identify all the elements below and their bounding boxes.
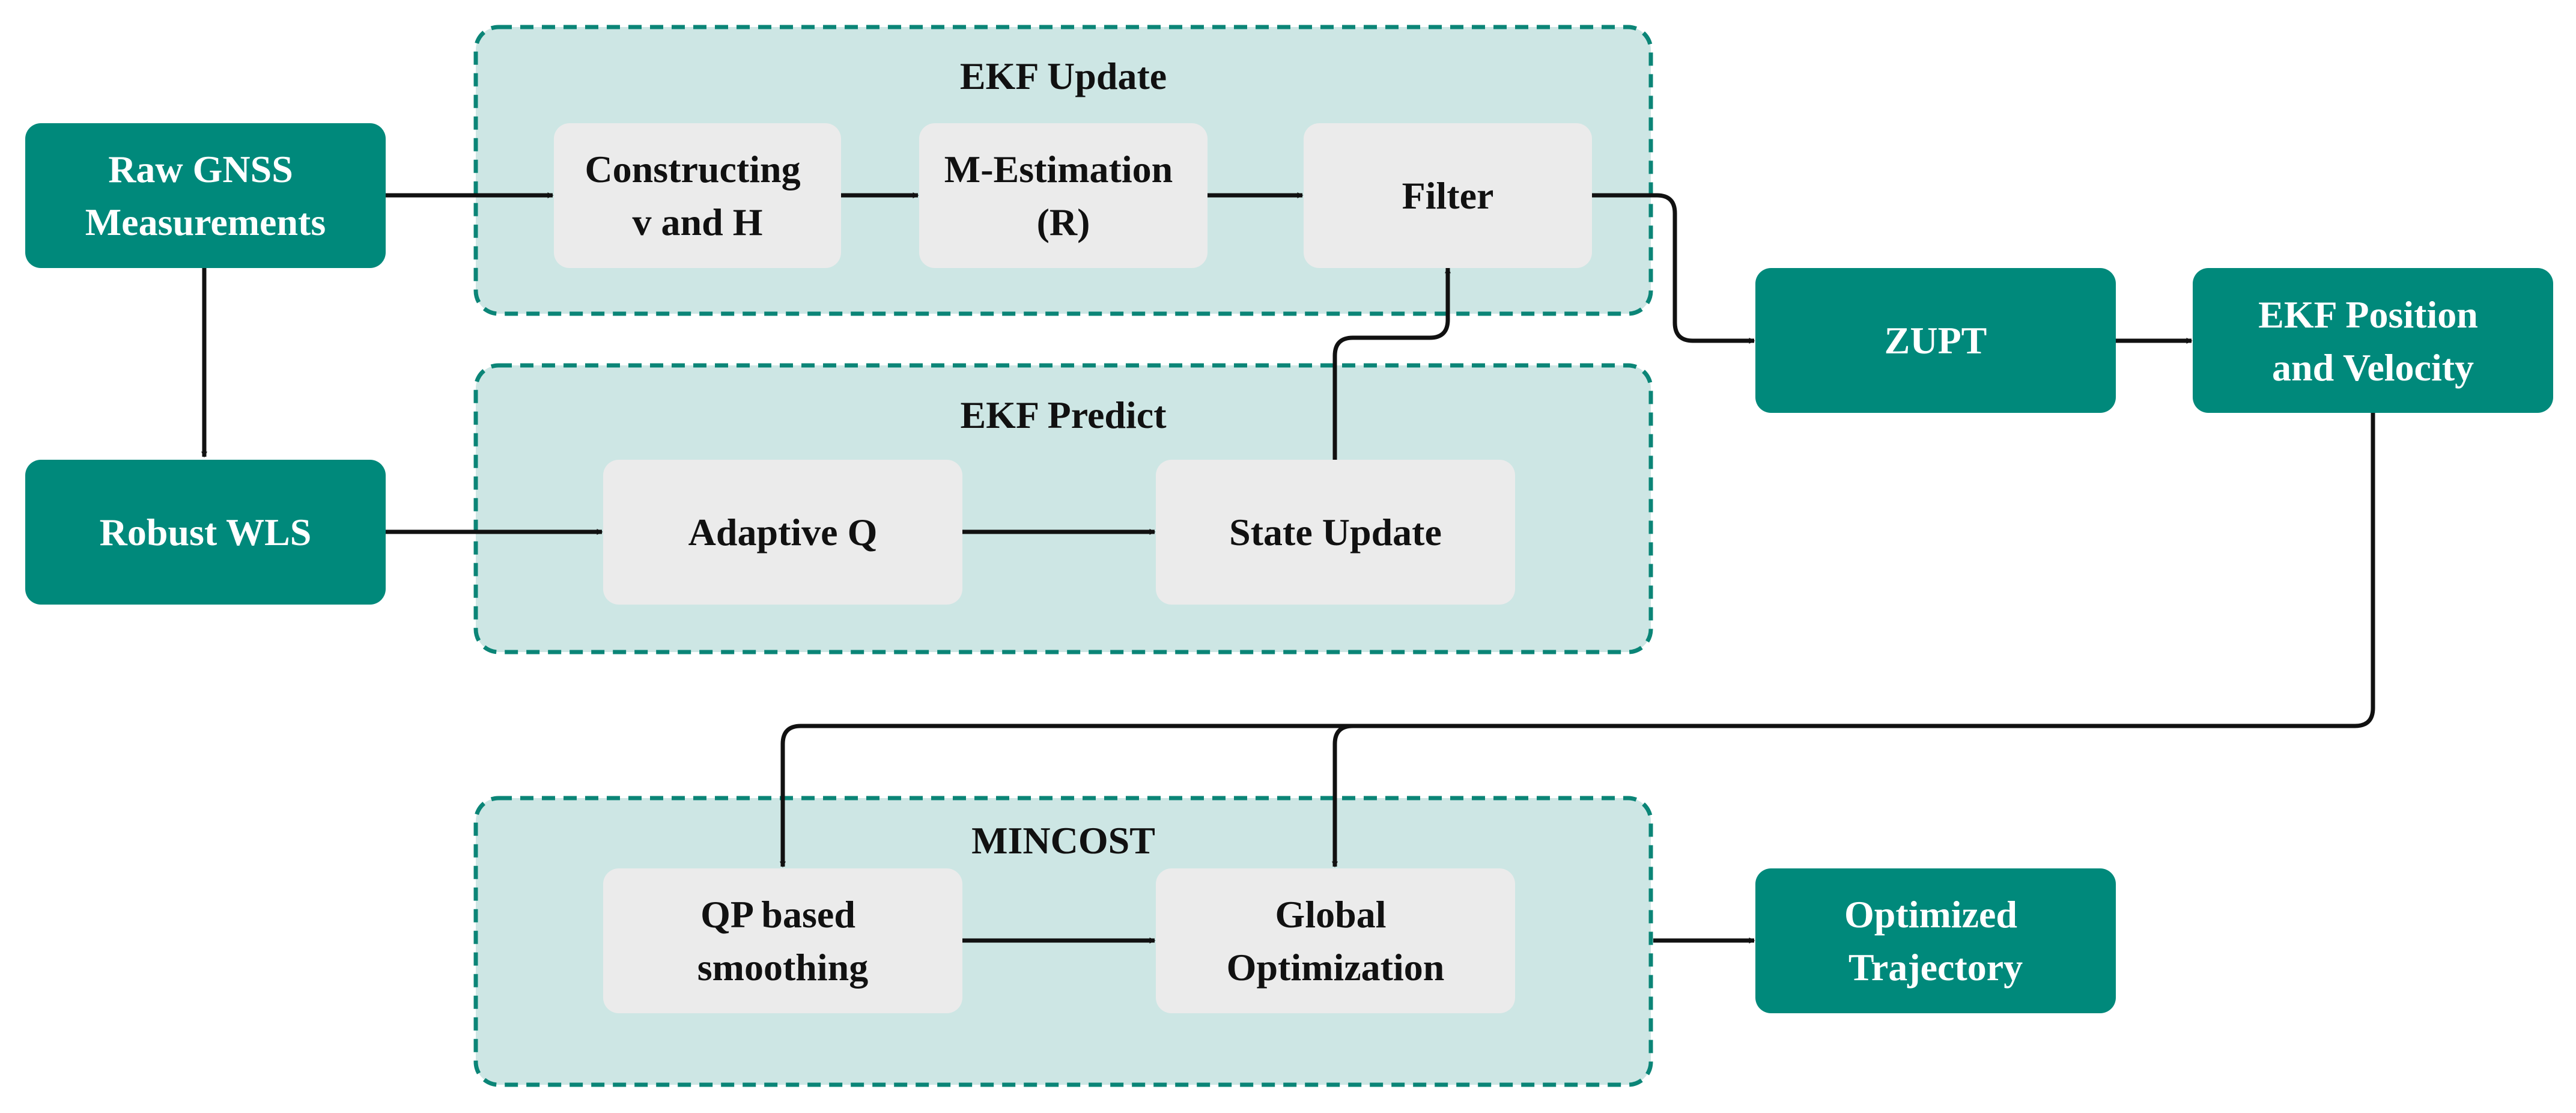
node-constructing-v-and-h: Constructing v and H xyxy=(554,123,841,268)
node-m-estimation-line-2: (R) xyxy=(1037,201,1090,243)
node-constructing-line-1: Constructing xyxy=(585,148,800,191)
node-adaptive-q-label: Adaptive Q xyxy=(688,511,878,553)
node-global-opt-line-1: Global xyxy=(1275,893,1387,936)
node-constructing-line-2: v and H xyxy=(633,201,763,243)
node-global-optimization: Global Optimization xyxy=(1156,868,1515,1013)
node-qp-line-1: QP based xyxy=(700,893,855,936)
svg-text:QP based smoothing: QP based smoothing xyxy=(697,893,869,989)
node-optimized-traj-line-1: Optimized xyxy=(1844,893,2017,936)
node-ekf-pos-vel-line-2: and Velocity xyxy=(2272,346,2474,389)
node-robust-wls-label: Robust WLS xyxy=(100,511,312,553)
node-optimized-trajectory: Optimized Trajectory xyxy=(1755,868,2116,1013)
node-m-estimation-line-1: M-Estimation xyxy=(944,148,1173,191)
arrow-filter-to-zupt xyxy=(1592,193,1755,344)
group-ekf-predict-title: EKF Predict xyxy=(960,394,1167,436)
svg-text:M-Estimation (R): M-Estimation (R) xyxy=(944,148,1182,243)
connectors xyxy=(201,192,2375,944)
group-mincost-title: MINCOST xyxy=(971,819,1155,862)
node-ekf-pos-vel-line-1: EKF Position xyxy=(2258,293,2478,336)
arrow-branch-to-global-opt xyxy=(1332,724,1353,868)
svg-text:Constructing v and H: Constructing v and H xyxy=(585,148,810,243)
node-robust-wls: Robust WLS xyxy=(25,460,386,605)
node-raw-gnss-line-1: Raw GNSS xyxy=(108,148,293,191)
group-ekf-update-title: EKF Update xyxy=(960,55,1167,97)
node-global-opt-line-2: Optimization xyxy=(1227,946,1445,989)
arrow-state-update-to-filter xyxy=(1332,267,1451,460)
node-optimized-traj-line-2: Trajectory xyxy=(1848,946,2023,989)
svg-text:EKF Position and Velocit: EKF Position and Velocity xyxy=(2258,293,2488,389)
svg-text:Global Optimization: Global Optimization xyxy=(1227,893,1445,989)
svg-text:Raw GNSS Measurements: Raw GNSS Measurements xyxy=(85,148,326,243)
node-adaptive-q: Adaptive Q xyxy=(603,460,962,605)
arrow-ekf-pos-vel-to-mincost xyxy=(780,412,2375,868)
node-zupt: ZUPT xyxy=(1755,268,2116,413)
node-state-update: State Update xyxy=(1156,460,1515,605)
node-state-update-label: State Update xyxy=(1229,511,1442,553)
node-qp-based-smoothing: QP based smoothing xyxy=(603,868,962,1013)
node-filter: Filter xyxy=(1304,123,1592,268)
node-ekf-position-and-velocity: EKF Position and Velocity xyxy=(2193,268,2553,413)
svg-text:Optimized Trajectory: Optimized Trajectory xyxy=(1844,893,2027,989)
node-m-estimation: M-Estimation (R) xyxy=(919,123,1208,268)
node-zupt-label: ZUPT xyxy=(1885,319,1987,362)
node-raw-gnss-measurements: Raw GNSS Measurements xyxy=(25,123,386,268)
node-filter-label: Filter xyxy=(1402,174,1494,217)
node-qp-line-2: smoothing xyxy=(697,946,869,989)
node-raw-gnss-line-2: Measurements xyxy=(85,201,326,243)
